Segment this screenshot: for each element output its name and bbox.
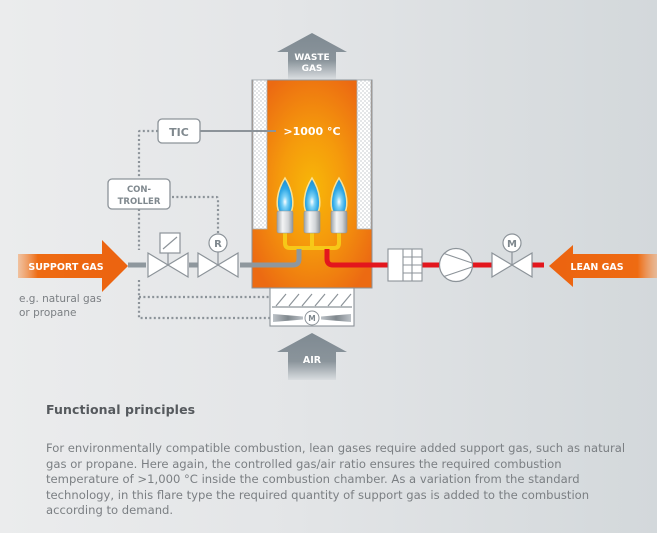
motor-symbol: M bbox=[507, 239, 517, 250]
air-arrow: AIR bbox=[277, 333, 347, 380]
burner-nozzle bbox=[276, 210, 294, 234]
lean-gas-label: LEAN GAS bbox=[570, 262, 623, 273]
solenoid-valve bbox=[147, 232, 189, 279]
support-gas-label: SUPPORT GAS bbox=[28, 262, 103, 273]
air-damper-fan: M bbox=[269, 287, 355, 327]
burner-2 bbox=[303, 176, 321, 234]
controller: CON- TROLLER bbox=[107, 178, 171, 210]
blower bbox=[438, 247, 474, 283]
waste-gas-label-line1: WASTE bbox=[294, 53, 329, 63]
regulator-symbol: R bbox=[214, 239, 222, 250]
motor-valve: M bbox=[491, 233, 533, 279]
burner-1 bbox=[276, 176, 294, 234]
flare-process-diagram: WASTE GAS >1000 °C bbox=[18, 33, 657, 380]
waste-gas-label-line2: GAS bbox=[302, 64, 323, 74]
flame-arrester bbox=[387, 248, 423, 282]
tic-instrument: TIC bbox=[157, 118, 201, 144]
support-gas-note-line1: e.g. natural gas bbox=[19, 293, 102, 305]
combustion-chamber: >1000 °C bbox=[251, 79, 373, 289]
fan-motor-symbol: M bbox=[308, 314, 315, 323]
insulation-left bbox=[252, 79, 268, 230]
support-gas-arrow: SUPPORT GAS bbox=[18, 240, 128, 292]
fan-blade-left bbox=[273, 314, 303, 322]
fan-blade-right bbox=[321, 314, 351, 322]
control-signal-lines bbox=[137, 129, 270, 320]
section-body: For environmentally compatible combustio… bbox=[46, 441, 626, 517]
regulating-valve: R bbox=[197, 233, 239, 279]
controller-label-line1: CON- bbox=[127, 185, 152, 195]
burner-nozzle bbox=[330, 210, 348, 234]
lean-gas-pipe bbox=[324, 249, 544, 268]
section-title: Functional principles bbox=[46, 402, 196, 417]
burner-nozzle bbox=[303, 210, 321, 234]
burner-feed-lines bbox=[283, 230, 341, 250]
compressor-icon bbox=[438, 247, 474, 283]
temperature-label: >1000 °C bbox=[283, 125, 340, 138]
fan-motor-icon bbox=[304, 310, 320, 326]
air-damper-icon bbox=[272, 293, 352, 308]
lean-gas-arrow: LEAN GAS bbox=[549, 245, 657, 287]
tic-label: TIC bbox=[169, 126, 189, 139]
support-gas-pipe bbox=[128, 249, 302, 268]
waste-gas-arrow: WASTE GAS bbox=[277, 33, 347, 79]
support-gas-note-line2: or propane bbox=[19, 307, 76, 319]
burner-3 bbox=[330, 176, 348, 234]
air-label: AIR bbox=[303, 355, 322, 366]
burner-group bbox=[276, 176, 348, 234]
insulation-right bbox=[356, 79, 372, 230]
functional-principles-section: Functional principles For environmentall… bbox=[46, 402, 646, 519]
controller-label-line2: TROLLER bbox=[118, 197, 161, 207]
